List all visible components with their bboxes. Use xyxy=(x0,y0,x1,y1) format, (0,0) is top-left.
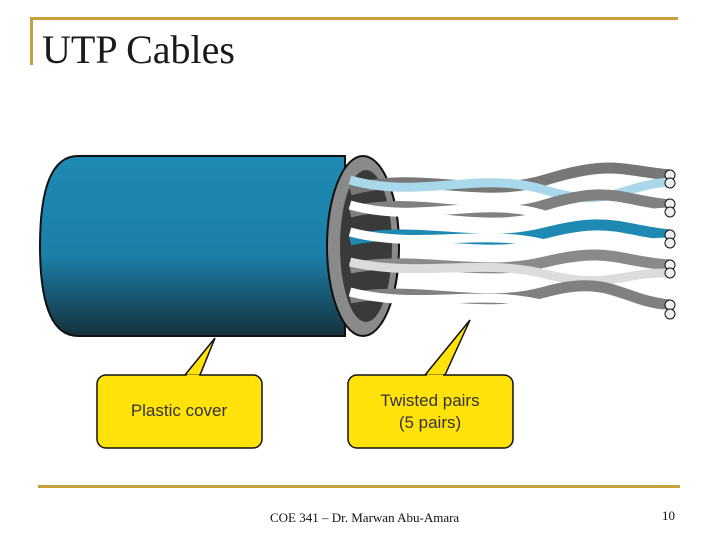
wire-pair-4 xyxy=(348,249,676,286)
slide-title: UTP Cables xyxy=(42,27,235,72)
wire-pair-3 xyxy=(348,219,676,256)
title-rule-vertical xyxy=(30,17,33,65)
page-number: 10 xyxy=(662,508,675,523)
utp-cable-diagram: Plastic cover Twisted pairs (5 pairs) xyxy=(38,155,676,449)
wire-pair-1 xyxy=(348,162,676,203)
wire-pair-2 xyxy=(348,189,676,228)
twisted-pairs-label-line2: (5 pairs) xyxy=(399,413,461,432)
callout-plastic-cover: Plastic cover xyxy=(96,337,263,449)
title-rule-horizontal xyxy=(30,17,678,20)
footer-rule xyxy=(38,485,680,488)
twisted-pairs-label-line1: Twisted pairs xyxy=(380,391,479,410)
wire-pair-5 xyxy=(348,280,676,320)
footer-text: COE 341 – Dr. Marwan Abu-Amara xyxy=(270,510,460,525)
plastic-cover-label: Plastic cover xyxy=(131,401,228,420)
callout-twisted-pairs: Twisted pairs (5 pairs) xyxy=(347,319,514,449)
cable-jacket xyxy=(38,155,400,337)
twisted-pairs xyxy=(348,162,676,320)
